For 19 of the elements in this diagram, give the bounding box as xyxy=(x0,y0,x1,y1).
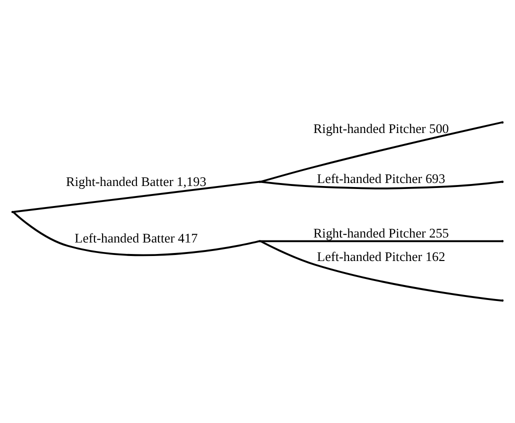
connector xyxy=(260,122,502,183)
edge-label: Right-handed Pitcher 255 xyxy=(313,226,449,241)
edge-label: Right-handed Pitcher 500 xyxy=(313,121,449,136)
node-point xyxy=(501,240,504,242)
connector xyxy=(260,240,502,302)
edge-label: Left-handed Batter 417 xyxy=(74,230,198,246)
node-point xyxy=(501,299,504,302)
connector xyxy=(13,180,260,213)
connector xyxy=(12,211,260,256)
edge-label: Right-handed Batter 1,193 xyxy=(66,174,206,189)
node-point xyxy=(258,180,261,183)
node-point xyxy=(501,180,504,183)
edge-label: Left-handed Pitcher 162 xyxy=(317,249,446,264)
node-point xyxy=(258,240,261,242)
connector xyxy=(260,240,502,242)
edge-label: Left-handed Pitcher 693 xyxy=(317,170,446,186)
node-point xyxy=(11,210,14,214)
connector xyxy=(260,180,502,190)
node-point xyxy=(501,121,504,124)
